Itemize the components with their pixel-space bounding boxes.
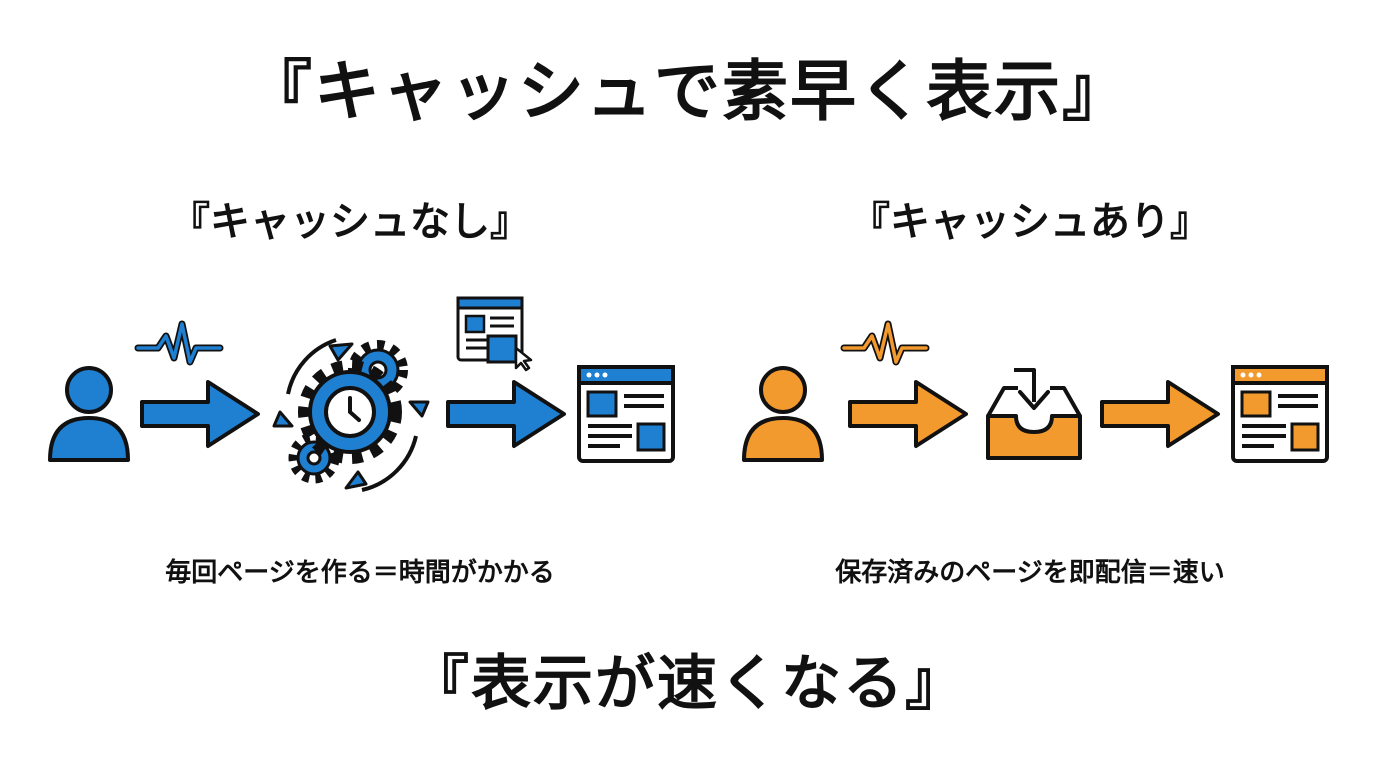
with-cache-heading: 『キャッシュあり』 <box>850 199 1210 245</box>
no-cache-heading: 『キャッシュなし』 <box>170 199 530 245</box>
browser-window-icon <box>1231 365 1329 463</box>
with-cache-caption: 保存済みのページを即配信＝速い <box>835 558 1225 588</box>
arrow-right-icon <box>1100 380 1220 448</box>
user-icon <box>742 366 824 462</box>
browser-window-icon <box>577 365 675 463</box>
user-icon <box>48 366 130 462</box>
arrow-right-icon <box>140 380 260 448</box>
pulse-icon <box>134 320 224 366</box>
arrow-right-icon <box>446 380 566 448</box>
gears-clock-icon <box>272 338 430 492</box>
arrow-right-icon <box>848 380 968 448</box>
inbox-download-icon <box>986 368 1082 460</box>
pulse-icon <box>840 320 930 366</box>
main-title: 『キャッシュで素早く表示』 <box>246 53 1130 130</box>
browser-window-icon <box>456 296 533 372</box>
conclusion-title: 『表示が速くなる』 <box>409 649 967 719</box>
no-cache-caption: 毎回ページを作る＝時間がかかる <box>165 558 555 588</box>
